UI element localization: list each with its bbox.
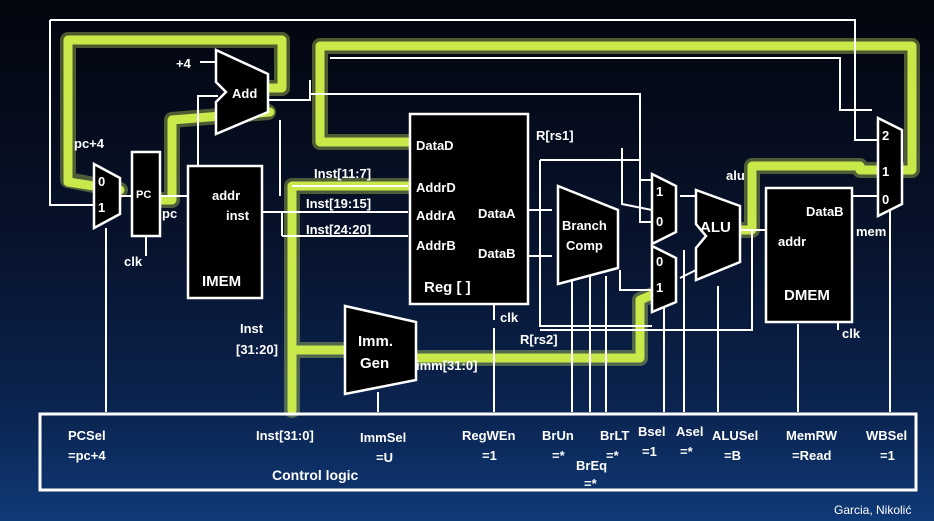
- ctl-regwen-b: =1: [482, 448, 497, 463]
- alu-label: ALU: [700, 219, 731, 236]
- ctl-immsel-a: ImmSel: [360, 430, 406, 445]
- ctl-alusel-a: ALUSel: [712, 428, 758, 443]
- ctl-inst: Inst[31:0]: [256, 428, 314, 443]
- a-mux-in1: 1: [656, 184, 663, 199]
- pc-label: PC: [136, 189, 151, 201]
- ctl-brlt-a: BrLT: [600, 428, 629, 443]
- register-file: [408, 112, 530, 306]
- wb-mux: [876, 115, 904, 219]
- wires: [49, 19, 891, 412]
- ctl-brun-a: BrUn: [542, 428, 574, 443]
- ctl-breq-b: =*: [584, 476, 598, 491]
- ctl-memrw-b: =Read: [792, 448, 831, 463]
- branch-comparator: [556, 184, 620, 286]
- ctl-regwen-a: RegWEn: [462, 428, 516, 443]
- ctl-memrw-a: MemRW: [786, 428, 838, 443]
- a-mux-in0: 0: [656, 214, 663, 229]
- b-mux: [650, 243, 678, 314]
- dmem-label: DMEM: [784, 287, 830, 304]
- inst-31-20-label-a: Inst: [240, 321, 264, 336]
- pc-mux: [92, 161, 122, 231]
- r-rs2-label: R[rs2]: [520, 332, 558, 347]
- addrb-label: AddrB: [416, 238, 456, 253]
- a-mux: [650, 171, 678, 247]
- dmem-clk-label: clk: [842, 326, 861, 341]
- reg-clk-label: clk: [500, 310, 519, 325]
- ctl-immsel-b: =U: [376, 450, 393, 465]
- pc-plus4-label: pc+4: [74, 136, 105, 151]
- dataa-label: DataA: [478, 206, 516, 221]
- datab-label: DataB: [478, 246, 516, 261]
- r-rs1-label: R[rs1]: [536, 128, 574, 143]
- pc-clk-label: clk: [124, 254, 143, 269]
- b-mux-in1: 1: [656, 280, 663, 295]
- addrd-label: AddrD: [416, 180, 456, 195]
- ctl-alusel-b: =B: [724, 448, 741, 463]
- dmem: [764, 186, 854, 324]
- ctl-brun-b: =*: [552, 448, 566, 463]
- inst-24-20-label: Inst[24:20]: [306, 222, 371, 237]
- reg-label: Reg [ ]: [424, 279, 471, 296]
- ctl-title: Control logic: [272, 467, 359, 483]
- imm-gen: [343, 304, 418, 396]
- ctl-pcsel-b: =pc+4: [68, 448, 106, 463]
- comp-label: Comp: [566, 238, 603, 253]
- pc-register: [130, 150, 162, 238]
- gen-label: Gen: [360, 355, 389, 372]
- b-mux-in0: 0: [656, 254, 663, 269]
- inst-19-15-label: Inst[19:15]: [306, 196, 371, 211]
- ctl-asel-b: =*: [680, 444, 694, 459]
- imm-out-label: imm[31:0]: [416, 358, 477, 373]
- imm-label: Imm.: [358, 333, 393, 350]
- adder: [214, 48, 270, 136]
- add-label: Add: [232, 86, 257, 101]
- imem-inst-label: inst: [226, 208, 250, 223]
- branch-label: Branch: [562, 218, 607, 233]
- inst-31-20-label-b: [31:20]: [236, 342, 278, 357]
- imem-label: IMEM: [202, 273, 241, 290]
- ctl-pcsel-a: PCSel: [68, 428, 106, 443]
- wb-mux-in0: 0: [882, 192, 889, 207]
- alu: [694, 188, 742, 282]
- plus4-label: +4: [176, 56, 192, 71]
- mem-label: mem: [856, 224, 886, 239]
- addra-label: AddrA: [416, 208, 456, 223]
- datad-label: DataD: [416, 138, 454, 153]
- wb-mux-in2: 2: [882, 128, 889, 143]
- ctl-asel-a: Asel: [676, 424, 703, 439]
- imem-addr-label: addr: [212, 188, 240, 203]
- inst-11-7-label: Inst[11:7]: [314, 166, 371, 181]
- dmem-addr-label: addr: [778, 234, 806, 249]
- credit: Garcia, Nikolić: [834, 503, 911, 517]
- control-logic-box: [38, 412, 918, 492]
- pc-mux-in0: 0: [98, 174, 105, 189]
- pc-mux-in1: 1: [98, 200, 105, 215]
- ctl-wbsel-b: =1: [880, 448, 895, 463]
- alu-out-label: alu: [726, 168, 745, 183]
- ctl-breq-a: BrEq: [576, 458, 607, 473]
- ctl-wbsel-a: WBSel: [866, 428, 907, 443]
- pc-out-label: pc: [162, 206, 177, 221]
- dmem-datab-label: DataB: [806, 204, 844, 219]
- wb-mux-in1: 1: [882, 164, 889, 179]
- ctl-brlt-b: =*: [606, 448, 620, 463]
- ctl-bsel-b: =1: [642, 444, 657, 459]
- imem: [186, 164, 264, 300]
- ctl-bsel-a: Bsel: [638, 424, 665, 439]
